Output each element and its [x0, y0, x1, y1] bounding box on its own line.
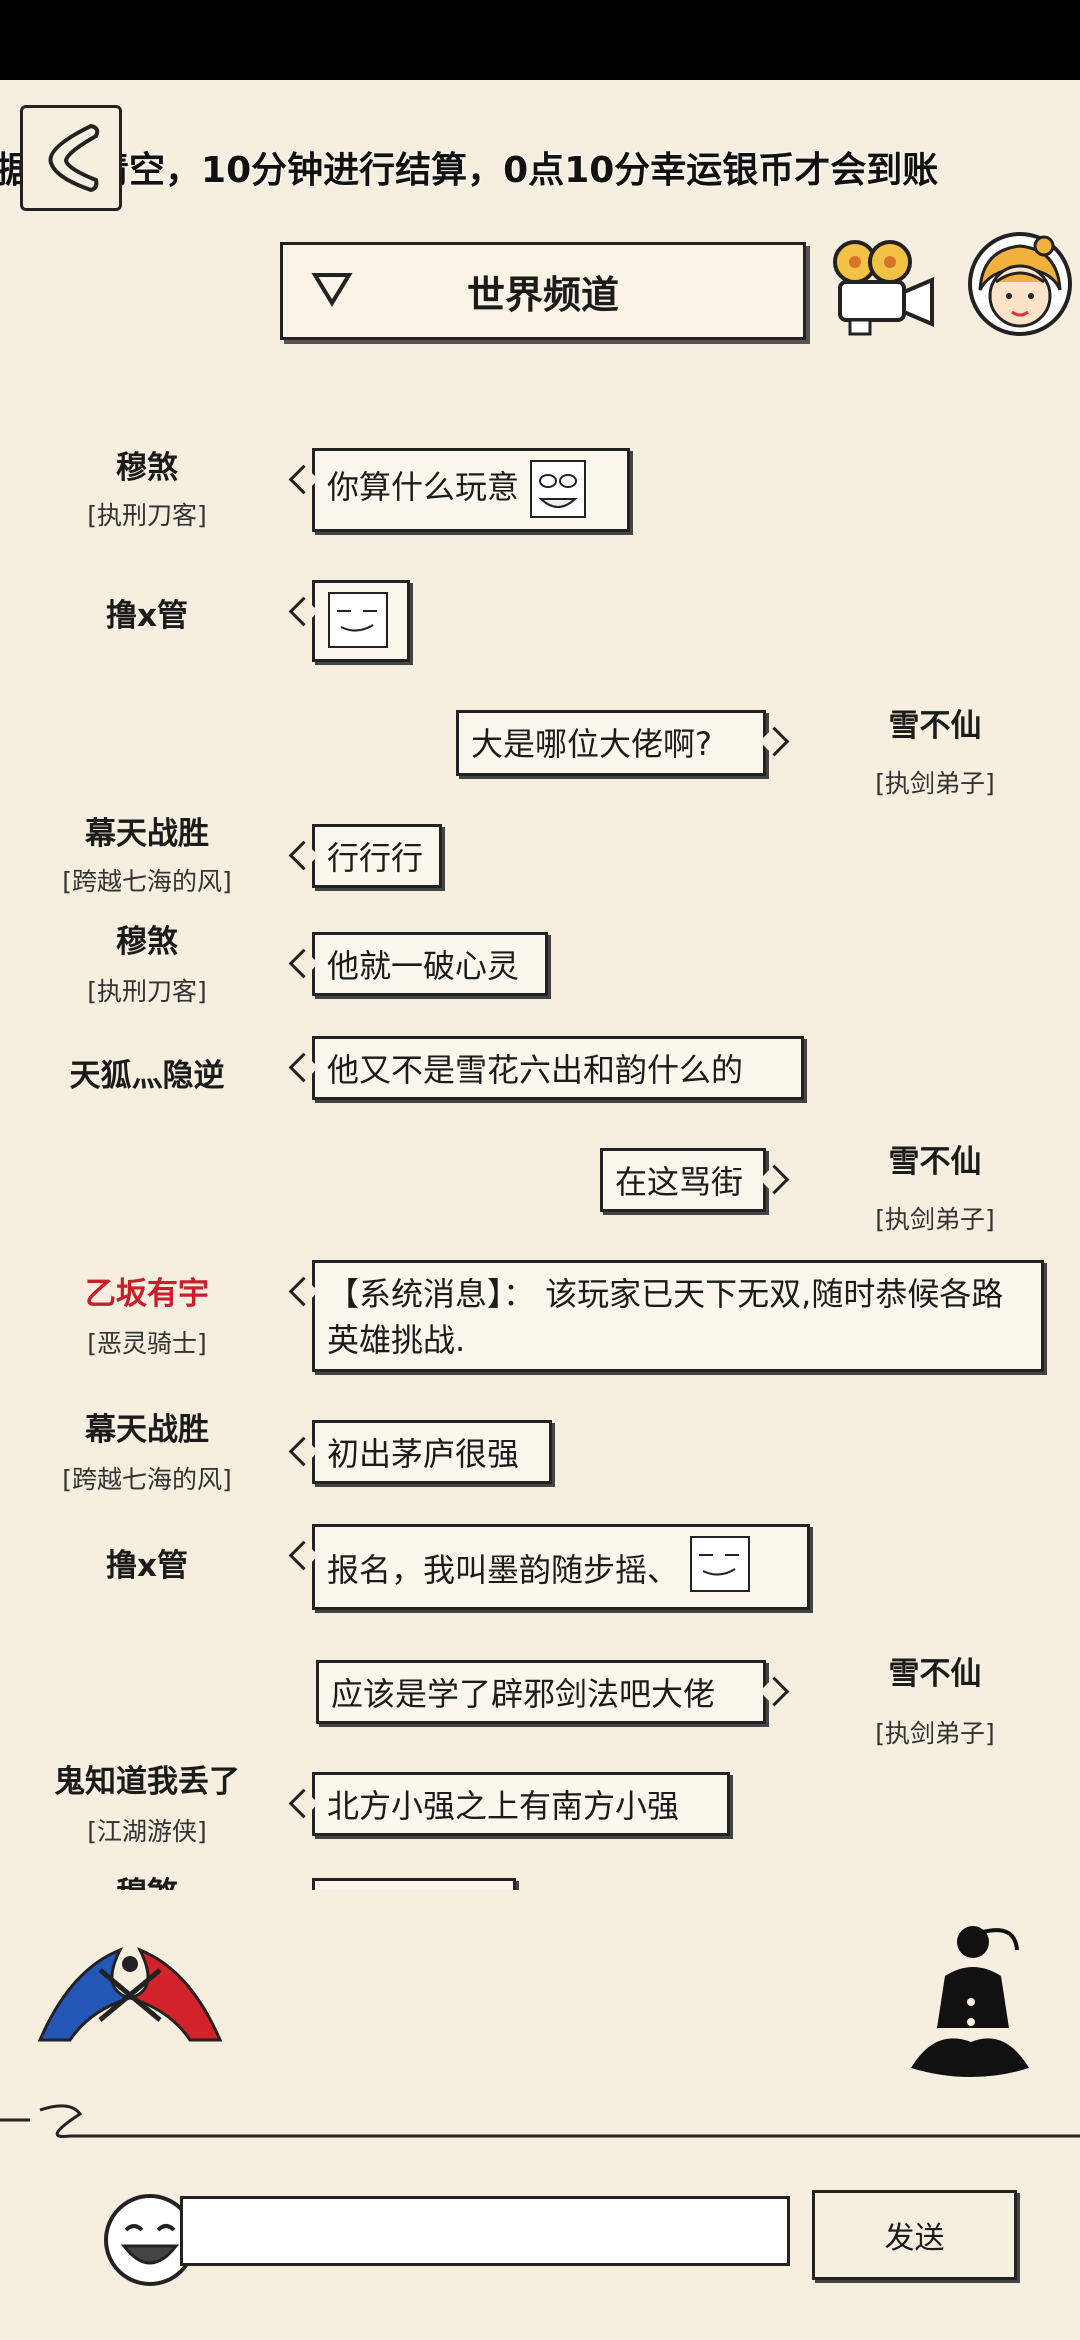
sender-title: [执刑刀客] — [87, 501, 207, 530]
message-text: 应该是学了辟邪剑法吧大佬 — [331, 1675, 716, 1713]
crossed-fighters-logo — [37, 1947, 223, 2042]
message-text: 报名，我叫墨韵随步摇、 — [327, 1551, 680, 1589]
message-text: 【系统消息】： 该玩家已天下无双,随时恭候各路英雄挑战. — [327, 1275, 1004, 1359]
message-text: 大是哪位大佬啊? — [471, 725, 712, 763]
sender-title: [执剑弟子] — [875, 769, 995, 798]
back-button[interactable] — [20, 105, 122, 211]
chat-bubble[interactable]: 行行行 — [312, 824, 442, 888]
message-text: 初出茅庐很强 — [327, 1435, 520, 1473]
sender-title: [执剑弟子] — [875, 1205, 995, 1234]
chat-bubble[interactable]: 在这骂街 — [600, 1148, 766, 1212]
sender-title: [执刑刀客] — [87, 977, 207, 1006]
message-text: 在这骂街 — [615, 1163, 744, 1201]
sender-name[interactable]: 穆煞 — [116, 450, 178, 486]
sender-name[interactable]: 撸x管 — [106, 598, 188, 634]
video-camera-icon[interactable] — [828, 238, 938, 338]
sender-name[interactable]: 鬼知道我丢了 — [54, 1764, 240, 1800]
chat-bubble[interactable]: 应该是学了辟邪剑法吧大佬 — [316, 1660, 766, 1724]
smirk-face-sticker — [690, 1536, 751, 1592]
chat-bubble[interactable]: 他又不是雪花六出和韵什么的 — [312, 1036, 804, 1100]
dropdown-triangle-icon — [311, 273, 353, 307]
status-bar — [0, 0, 1080, 80]
user-avatar[interactable] — [966, 230, 1074, 338]
chat-bubble[interactable]: 你算什么玩意 — [312, 448, 630, 532]
sender-name[interactable]: 雪不仙 — [888, 1144, 982, 1180]
sender-title: [恶灵骑士] — [87, 1329, 207, 1358]
send-button[interactable]: 发送 — [812, 2190, 1017, 2280]
chat-bubble[interactable]: 他就一破心灵 — [312, 932, 548, 996]
message-text: 行行行 — [327, 839, 424, 877]
chat-bubble[interactable]: 【系统消息】： 该玩家已天下无双,随时恭候各路英雄挑战. — [312, 1260, 1044, 1372]
back-arrow-icon — [48, 123, 100, 193]
channel-selector[interactable]: 世界频道 — [280, 242, 806, 340]
smirk-face-sticker — [328, 592, 388, 648]
sender-name[interactable]: 雪不仙 — [888, 1656, 982, 1692]
chat-bubble[interactable]: 大是哪位大佬啊? — [456, 710, 766, 776]
message-text: 他就一破心灵 — [327, 947, 520, 985]
channel-title: 世界频道 — [466, 272, 619, 317]
sender-name[interactable]: 幕天战胜 — [85, 1412, 209, 1448]
emoji-button[interactable] — [100, 2190, 200, 2290]
message-text: 你算什么玩意 — [327, 468, 520, 506]
sender-name[interactable]: 穆煞 — [116, 924, 178, 960]
chat-bubble[interactable]: 北方小强之上有南方小强 — [312, 1772, 730, 1836]
laughing-face-sticker — [530, 460, 587, 518]
message-text: 北方小强之上有南方小强 — [327, 1787, 680, 1825]
sender-title: [跨越七海的风] — [62, 867, 232, 896]
meditating-figure-icon[interactable] — [905, 1918, 1035, 2083]
divider-brush-stroke — [0, 2104, 1080, 2139]
chat-message-list[interactable]: 穆煞 [执刑刀客] 你算什么玩意 撸x管 大是哪位大佬啊? 雪不仙 [执剑弟子]… — [0, 420, 1080, 1890]
chat-bubble[interactable] — [312, 580, 410, 662]
sender-name[interactable]: 幕天战胜 — [85, 816, 209, 852]
sender-name[interactable]: 乙坂有宇 — [85, 1276, 209, 1312]
announcement-text: 数据0点清空，10分钟进行结算，0点10分幸运银币才会到账 — [0, 150, 939, 191]
sender-title: [执剑弟子] — [875, 1719, 995, 1748]
sender-name[interactable]: 撸x管 — [106, 1548, 188, 1584]
announcement-marquee: 数据0点清空，10分钟进行结算，0点10分幸运银币才会到账 — [0, 140, 1080, 202]
chat-bubble[interactable]: 初出茅庐很强 — [312, 1420, 552, 1484]
sender-name[interactable]: 穆煞 — [22, 1868, 272, 1890]
chat-input[interactable] — [180, 2196, 790, 2266]
message-text: 他又不是雪花六出和韵什么的 — [327, 1051, 744, 1089]
sender-name[interactable]: 天狐灬隐逆 — [69, 1058, 225, 1094]
sender-title: [江湖游侠] — [87, 1817, 207, 1846]
sender-title: [跨越七海的风] — [62, 1465, 232, 1494]
sender-name[interactable]: 雪不仙 — [888, 708, 982, 744]
chat-bubble[interactable]: 报名，我叫墨韵随步摇、 — [312, 1524, 810, 1610]
chat-bubble[interactable] — [312, 1878, 516, 1890]
